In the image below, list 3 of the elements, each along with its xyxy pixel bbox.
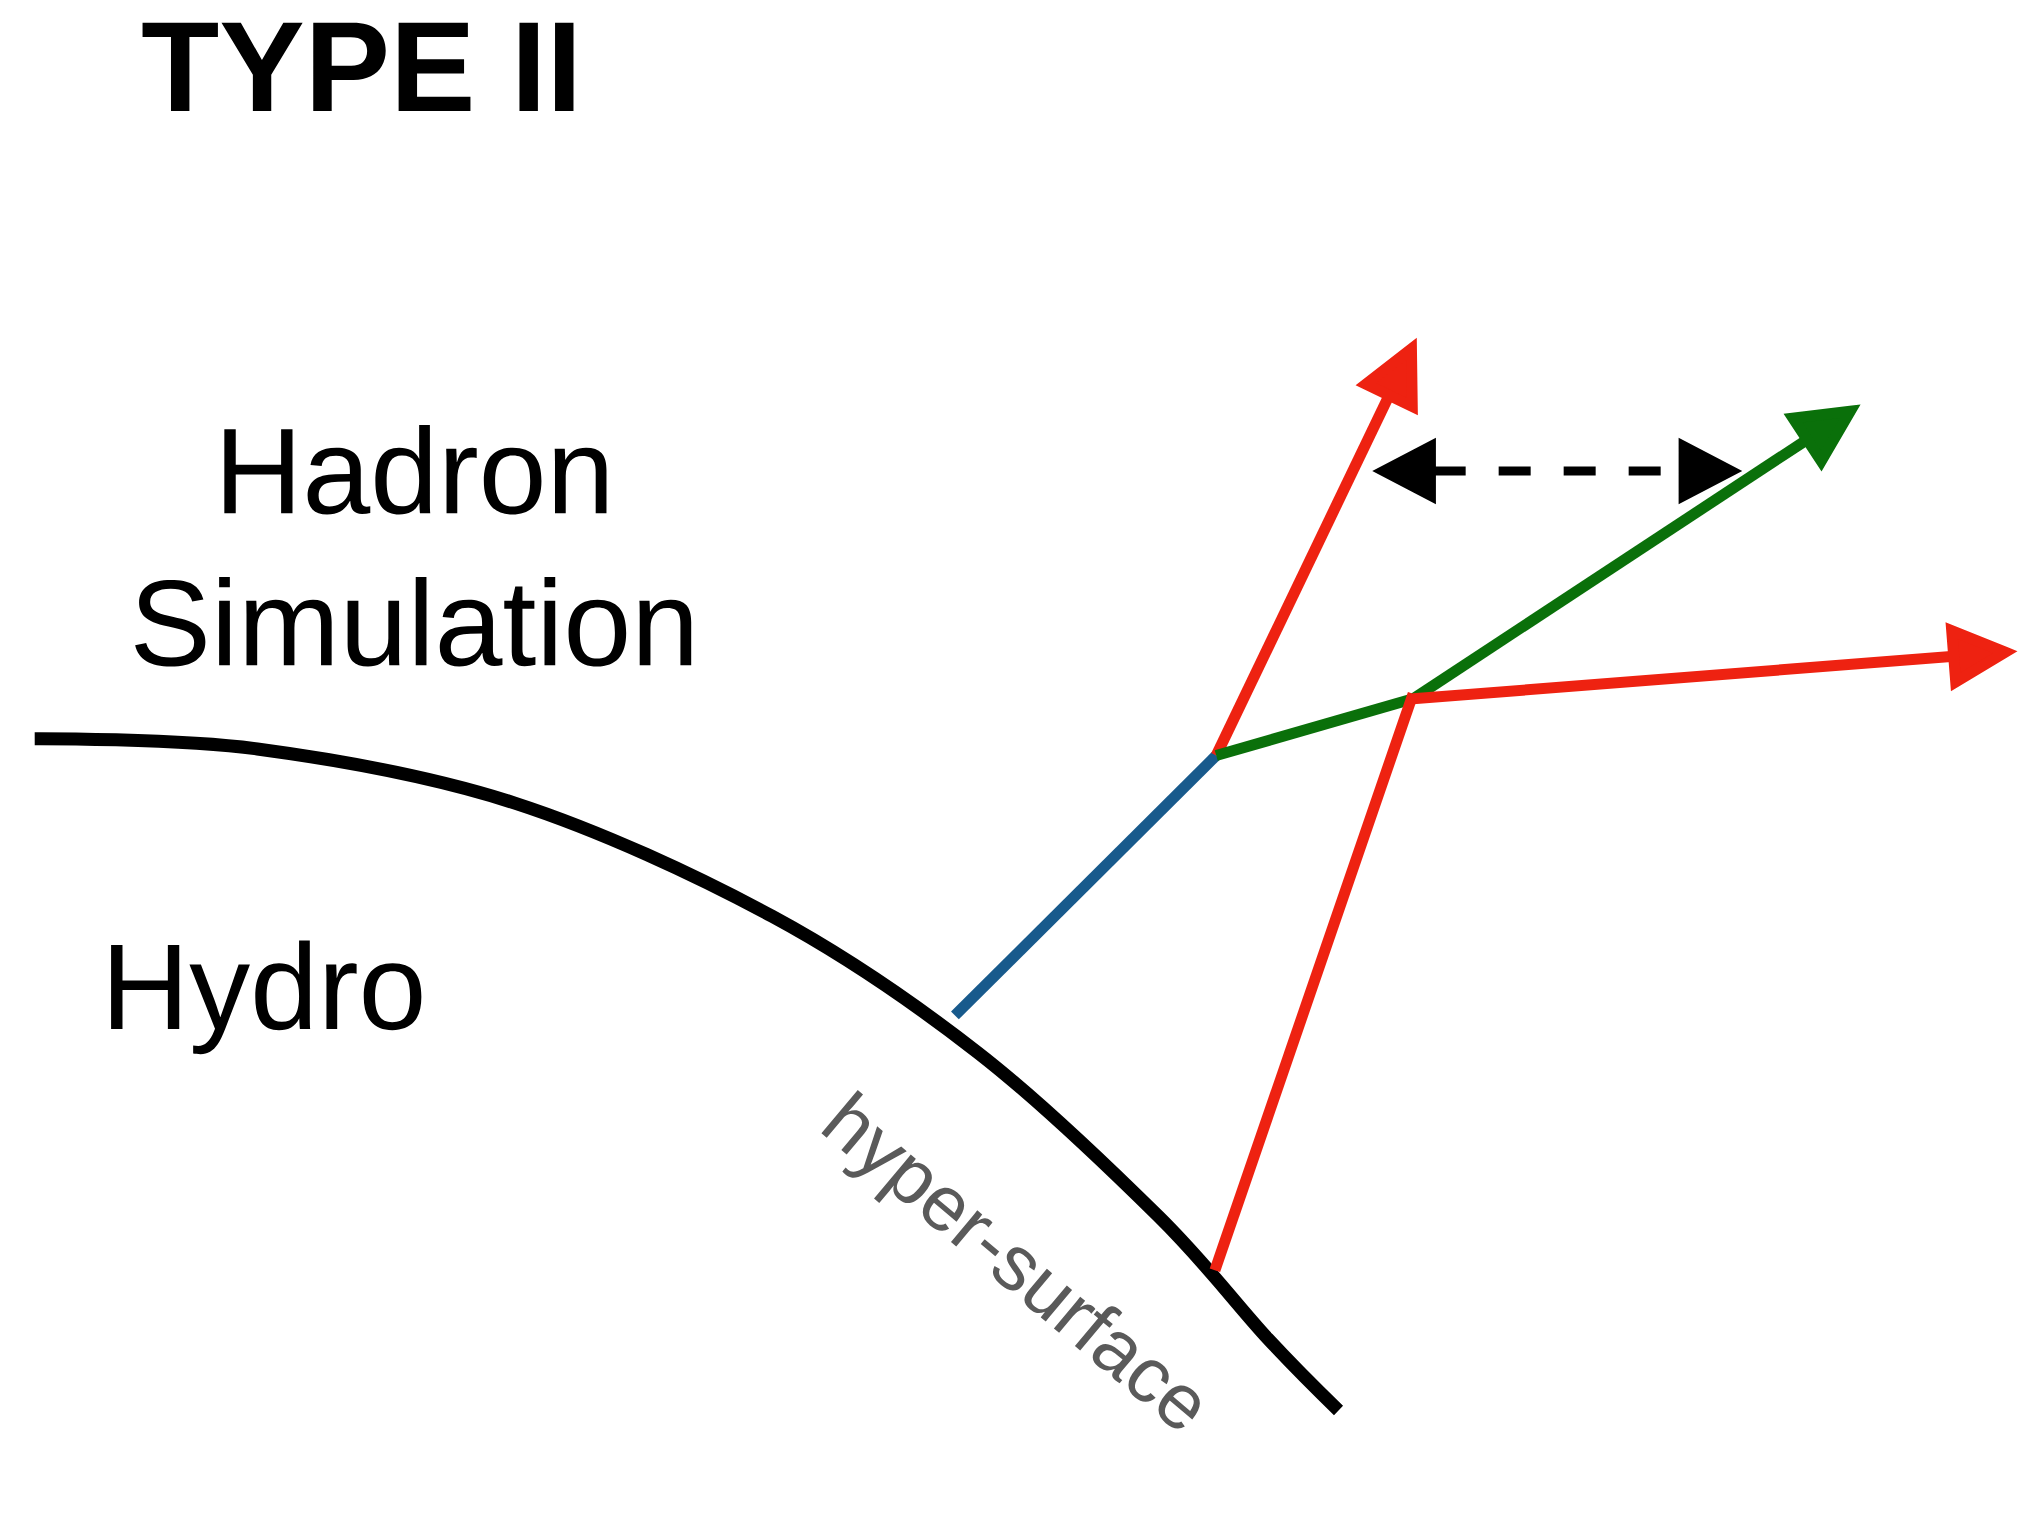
title-text: TYPE II <box>142 22 574 111</box>
region-label: Hydro <box>111 940 422 1055</box>
region-label: Hadron Simulation <box>135 424 692 667</box>
